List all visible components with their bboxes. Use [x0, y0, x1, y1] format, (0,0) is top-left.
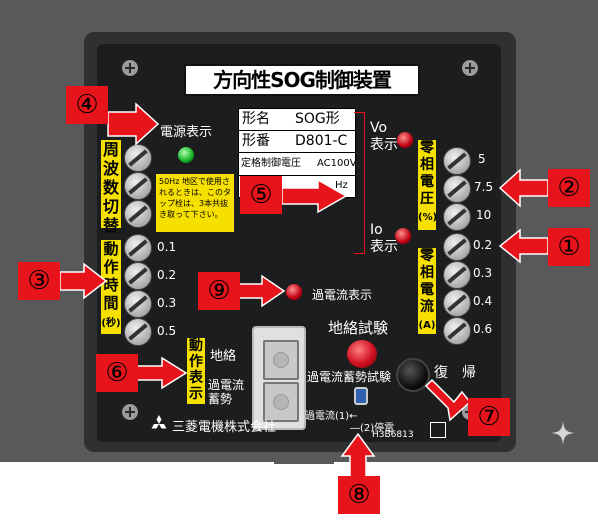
callout-3: ③ [18, 262, 60, 300]
zero-current-label: 零相電流 (A) [418, 248, 436, 334]
operating-time-tap-0-1[interactable] [124, 234, 152, 262]
trip-option-1: 過電流(1)← [305, 411, 358, 422]
zero-current-unit: (A) [418, 320, 436, 331]
overcurrent-flag [263, 382, 299, 422]
power-led [178, 147, 194, 163]
vo-io-bracket [354, 112, 365, 254]
check-box-mark [430, 422, 446, 438]
zero-voltage-unit: (%) [418, 212, 438, 223]
operation-indicator-window [252, 326, 306, 430]
housing-lip [274, 452, 334, 464]
rated-voltage-key: 定格制御電圧 [241, 158, 301, 169]
vo-display-label: Vo 表示 [370, 120, 398, 153]
overcurrent-test-label: 過電流蓄勢試験 [307, 370, 392, 384]
model-number-key: 形番 [242, 133, 270, 149]
model-name-key: 形名 [242, 111, 270, 127]
zero-current-tick-4: 0.6 [473, 322, 493, 336]
maker-name: 三菱電機株式会社 [172, 420, 277, 435]
callout-7: ⑦ [468, 398, 510, 436]
vo-led [397, 132, 413, 148]
mitsubishi-logo-icon [151, 415, 167, 429]
zero-current-tick-1: 0.2 [473, 238, 493, 252]
operating-time-tap-0-5[interactable] [124, 318, 152, 346]
frequency-tap-3[interactable] [124, 200, 152, 228]
zero-current-tick-3: 0.4 [473, 294, 493, 308]
callout-2: ② [548, 169, 590, 207]
operating-time-label-text: 動作時間 [103, 240, 119, 312]
sparkle-icon [551, 421, 575, 445]
zero-current-tap-0-4[interactable] [443, 289, 471, 317]
rated-voltage-value: AC100V [317, 158, 357, 169]
zero-current-tap-0-3[interactable] [443, 261, 471, 289]
model-name-value: SOG形 [295, 111, 340, 127]
ground-test-button[interactable] [347, 340, 377, 368]
overcurrent-led [286, 284, 302, 300]
callout-1: ① [548, 228, 590, 266]
zero-voltage-label: 零相電圧 (%) [418, 140, 438, 230]
reset-label: 復 帰 [434, 365, 476, 381]
callout-4: ④ [66, 86, 108, 124]
callout-9: ⑨ [198, 272, 240, 310]
zero-voltage-tap-10[interactable] [443, 203, 471, 231]
zero-voltage-tick-3: 10 [476, 208, 492, 222]
zero-current-tap-0-2[interactable] [443, 233, 471, 261]
callout-5: ⑤ [240, 176, 282, 214]
model-number-value: D801-C [295, 133, 348, 149]
rated-frequency-value: Hz [335, 180, 348, 191]
zero-voltage-tick-2: 7.5 [474, 180, 494, 194]
screw-top-left [122, 60, 138, 76]
frequency-tap-1[interactable] [124, 144, 152, 172]
operating-time-unit: (秒) [101, 318, 121, 329]
zero-current-tap-0-6[interactable] [443, 317, 471, 345]
screw-bottom-left [122, 404, 138, 420]
operating-time-tick-2: 0.2 [157, 268, 177, 282]
frequency-note: 50Hz 地区で使用されるときは、このタップ栓は、3本共抜き取って下さい。 [156, 174, 234, 232]
zero-voltage-tick-1: 5 [478, 152, 486, 166]
ground-test-label: 地絡試験 [328, 319, 389, 337]
power-indicator-label: 電源表示 [160, 125, 213, 140]
model-code: H3B6813 [372, 430, 414, 440]
zero-voltage-label-text: 零相電圧 [420, 140, 434, 207]
zero-voltage-tap-5[interactable] [443, 147, 471, 175]
overcurrent-store-label: 過電流 蓄勢 [208, 378, 245, 406]
callout-8: ⑧ [338, 476, 380, 514]
callout-6: ⑥ [96, 354, 138, 392]
overcurrent-display-label: 過電流表示 [312, 288, 373, 302]
device-title: 方向性SOG制御装置 [184, 64, 420, 96]
operating-time-tick-1: 0.1 [157, 240, 177, 254]
operating-time-label: 動作時間 (秒) [101, 240, 121, 334]
trip-mode-switch[interactable] [354, 387, 368, 405]
operating-time-tap-0-3[interactable] [124, 290, 152, 318]
operation-indicator-label: 動作表示 [187, 338, 205, 404]
operating-time-tap-0-2[interactable] [124, 262, 152, 290]
zero-voltage-tap-7-5[interactable] [443, 175, 471, 203]
io-display-label: Io 表示 [370, 222, 398, 255]
frequency-tap-2[interactable] [124, 172, 152, 200]
operating-time-tick-3: 0.3 [157, 296, 177, 310]
reset-button[interactable] [396, 358, 430, 392]
io-led [395, 228, 411, 244]
operating-time-tick-4: 0.5 [157, 324, 177, 338]
frequency-switch-label: 周波数切替 [101, 140, 121, 235]
ground-fault-flag [263, 340, 299, 380]
zero-current-tick-2: 0.3 [473, 266, 493, 280]
screw-top-right [462, 60, 478, 76]
ground-fault-label: 地絡 [210, 349, 237, 364]
zero-current-label-text: 零相電流 [420, 248, 434, 315]
trip-option-2: ―(2)停電 [350, 423, 395, 434]
